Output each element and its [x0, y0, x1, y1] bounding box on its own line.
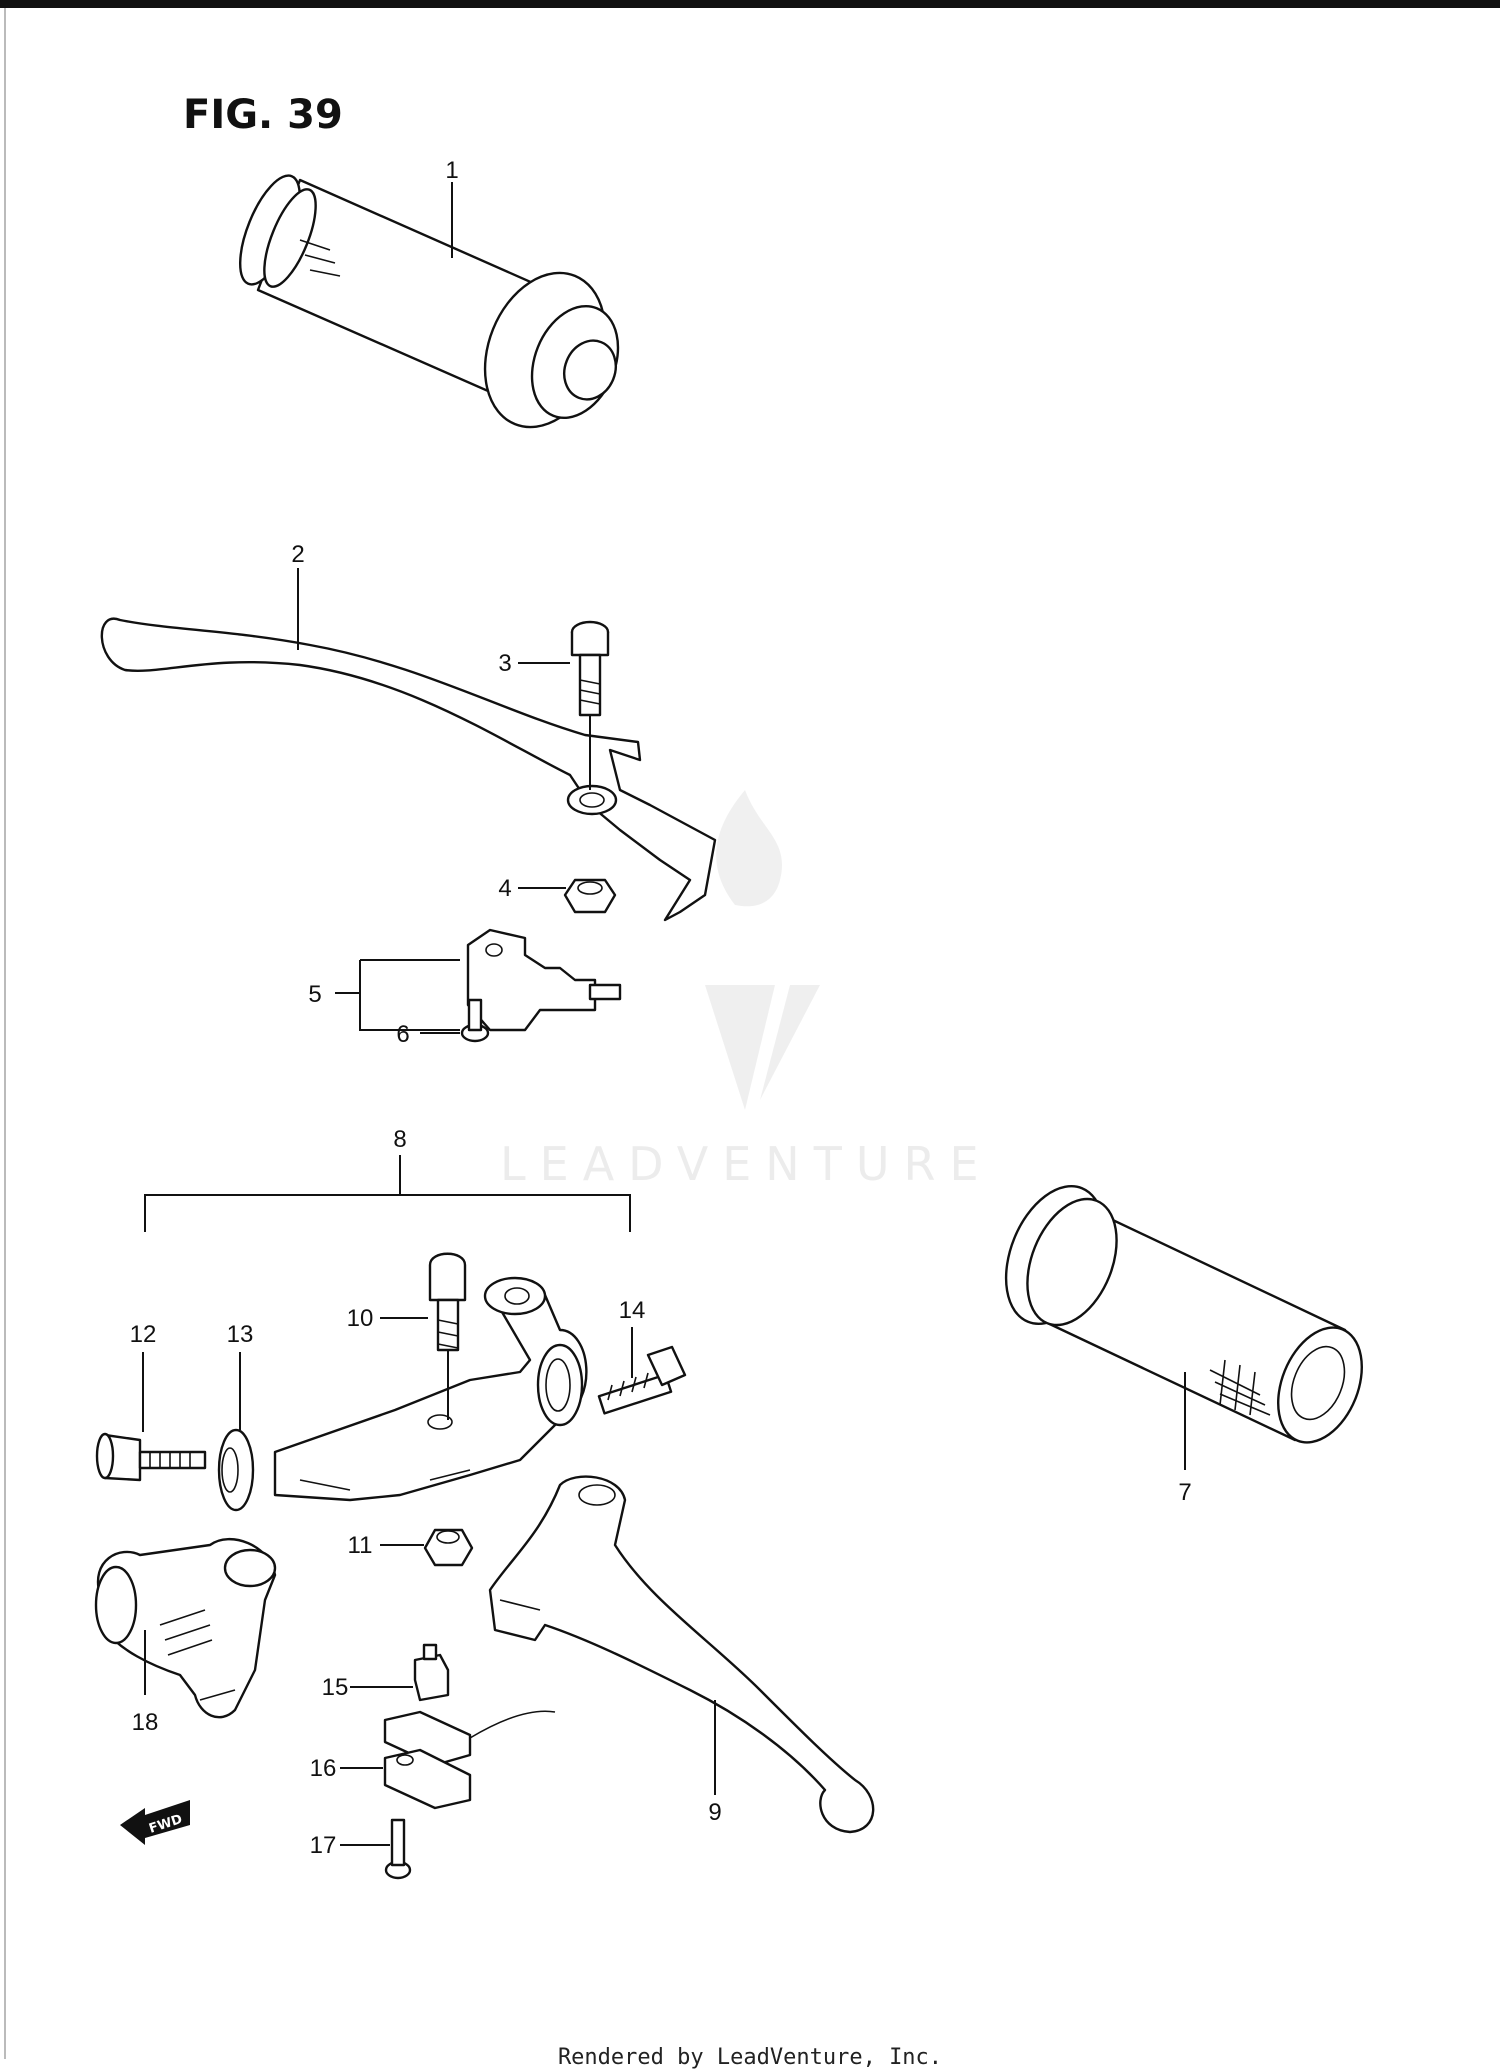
- top-border: [0, 0, 1500, 8]
- figure-title: FIG. 39: [183, 92, 343, 138]
- callout-9: 9: [708, 1799, 721, 1826]
- screw-6: [460, 998, 490, 1043]
- clutch-switch-16: [383, 1710, 556, 1810]
- clutch-lever-9: [488, 1475, 875, 1834]
- pivot-bolt-10: [428, 1252, 467, 1352]
- connector-15: [413, 1643, 450, 1702]
- throttle-grip-1: [238, 174, 620, 429]
- left-grip-7: [1004, 1185, 1363, 1444]
- nut-4: [563, 878, 617, 914]
- callout-8: 8: [393, 1126, 406, 1153]
- callout-6: 6: [396, 1021, 409, 1048]
- callout-17: 17: [310, 1832, 337, 1859]
- callout-18: 18: [132, 1709, 159, 1736]
- fwd-arrow-icon: FWD: [120, 1800, 190, 1845]
- callout-15: 15: [322, 1674, 349, 1701]
- callout-14: 14: [619, 1297, 646, 1324]
- callout-12: 12: [130, 1321, 157, 1348]
- callout-7: 7: [1178, 1479, 1191, 1506]
- lever-holder-8: [273, 1276, 588, 1502]
- callout-16: 16: [310, 1755, 337, 1782]
- adjuster-12: [95, 1432, 207, 1482]
- brake-lever-2: [100, 617, 717, 922]
- callout-2: 2: [291, 541, 304, 568]
- screw-17: [384, 1818, 412, 1880]
- callout-4: 4: [498, 875, 511, 902]
- callout-3: 3: [498, 650, 511, 677]
- lever-cover-18: [94, 1537, 277, 1719]
- footer-credit: Rendered by LeadVenture, Inc.: [557, 2045, 943, 2070]
- clamp-bolt-14: [597, 1345, 687, 1415]
- brake-switch-5: [466, 928, 622, 1032]
- locknut-13: [217, 1428, 255, 1512]
- callout-13: 13: [227, 1321, 254, 1348]
- callout-11: 11: [348, 1532, 373, 1559]
- watermark-text: LEADVENTURE: [500, 1137, 993, 1191]
- left-border: [4, 8, 6, 2059]
- nut-11: [423, 1528, 474, 1567]
- callout-1: 1: [445, 157, 458, 184]
- callout-10: 10: [347, 1305, 374, 1332]
- pivot-bolt-3: [570, 620, 610, 717]
- callout-5: 5: [308, 981, 321, 1008]
- watermark-logo: [705, 790, 820, 1110]
